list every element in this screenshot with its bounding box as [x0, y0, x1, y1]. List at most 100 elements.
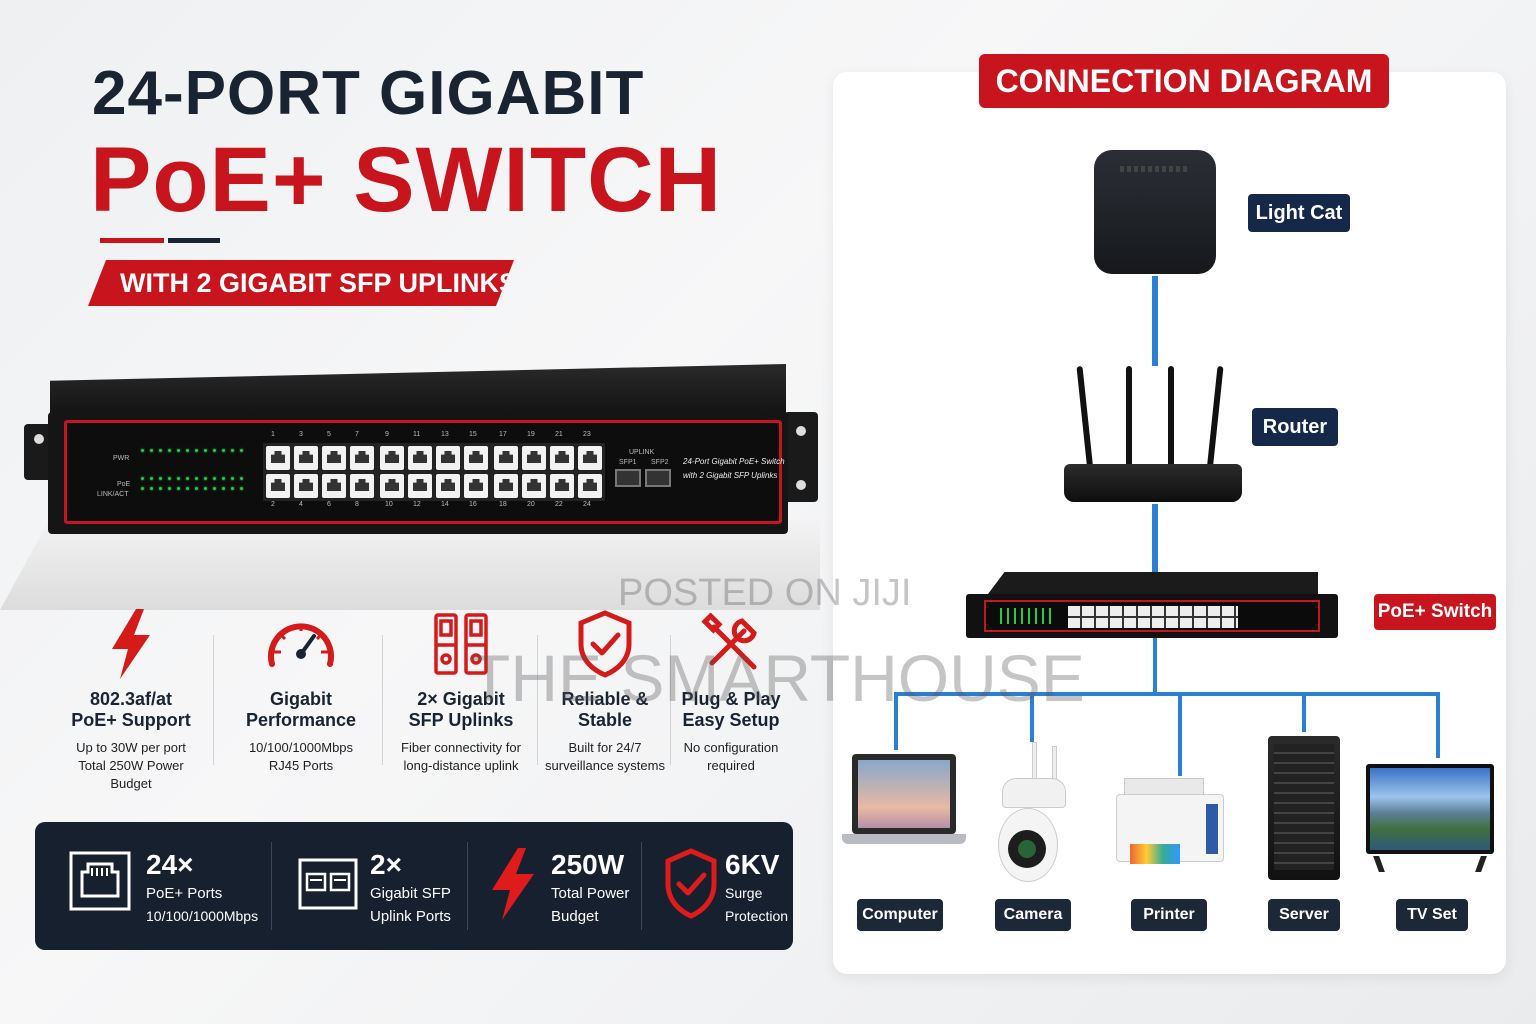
status-led [213, 477, 216, 480]
status-led [195, 487, 198, 490]
feature-reliable: Reliable & Stable Built for 24/7 surveil… [530, 605, 680, 775]
status-led [141, 477, 144, 480]
status-led [159, 477, 162, 480]
port-number: 1 [271, 431, 275, 438]
port-number: 2 [271, 501, 275, 508]
feature-title: Plug & Play Easy Setup [681, 689, 781, 730]
light-cat-device [1094, 150, 1216, 274]
cable-cat-router [1152, 276, 1158, 366]
diagram-title: CONNECTION DIAGRAM [979, 54, 1389, 108]
status-led [204, 487, 207, 490]
port-group-3 [491, 443, 605, 501]
accent-bar-red [100, 238, 164, 243]
port-number: 7 [355, 431, 359, 438]
feature-divider [382, 635, 383, 765]
sfp-slot-1 [615, 469, 641, 487]
port-number: 19 [527, 431, 535, 438]
feature-divider [213, 635, 214, 765]
port-number: 22 [555, 501, 563, 508]
status-led [150, 449, 153, 452]
cable-to-printer [1178, 692, 1182, 776]
status-led [141, 449, 144, 452]
feature-title: Gigabit Performance [245, 689, 357, 730]
poe-label: PoE [117, 481, 131, 488]
stat-line1: PoE+ Ports [146, 885, 223, 902]
status-led [231, 449, 234, 452]
stat-line2: Budget [551, 908, 599, 925]
stat-surge: 6KV Surge Protection [725, 848, 788, 928]
feature-title: 802.3af/at PoE+ Support [71, 689, 191, 730]
stat-power: 250W Total Power Budget [551, 848, 629, 928]
status-led [195, 477, 198, 480]
stat-line1: Gigabit SFP [370, 885, 451, 902]
feature-poe-support: 802.3af/at PoE+ Support Up to 30W per po… [56, 605, 206, 793]
sfp-ports-icon [298, 858, 358, 910]
status-led [240, 477, 243, 480]
stat-value: 250W [551, 849, 625, 880]
port-number: 20 [527, 501, 535, 508]
stat-value: 24× [146, 849, 194, 880]
cable-distribution-bus [894, 692, 1438, 696]
port-number: 21 [555, 431, 563, 438]
port-number: 4 [299, 501, 303, 508]
marble-shelf [0, 520, 820, 610]
device-label-tv: TV Set [1396, 899, 1468, 931]
feature-desc: Fiber connectivity for long-distance upl… [401, 740, 521, 773]
rj45-port-icon [69, 851, 131, 911]
feature-desc: Built for 24/7 surveillance systems [545, 740, 665, 773]
port-number: 5 [327, 431, 331, 438]
status-led [222, 449, 225, 452]
light-cat-label: Light Cat [1248, 194, 1350, 232]
uplink-label: UPLINK [629, 449, 655, 456]
status-led [231, 487, 234, 490]
stat-line1: Surge [725, 885, 763, 901]
camera-device [996, 742, 1076, 888]
panel-text-2: with 2 Gigabit SFP Uplinks [683, 471, 778, 480]
ribbon-text: WITH 2 GIGABIT SFP UPLINKS [120, 268, 518, 298]
stat-line1: Total Power [551, 885, 630, 902]
panel-text-1: 24-Port Gigabit PoE+ Switch [683, 457, 785, 466]
link-label: LINK/ACT [97, 491, 129, 498]
status-led [186, 487, 189, 490]
port-number: 15 [469, 431, 477, 438]
cable-to-computer [894, 692, 898, 750]
port-number: 12 [413, 501, 421, 508]
cable-to-tv [1436, 692, 1440, 758]
shield-check-icon [578, 610, 632, 678]
device-label-computer: Computer [857, 899, 943, 931]
device-label-camera: Camera [995, 899, 1071, 931]
feature-desc: 10/100/1000Mbps RJ45 Ports [248, 740, 354, 773]
status-led [168, 477, 171, 480]
shield-check-icon [665, 848, 717, 919]
port-number: 10 [385, 501, 393, 508]
port-number: 24 [583, 501, 591, 508]
computer-device [842, 754, 966, 866]
status-led [150, 477, 153, 480]
status-led [168, 487, 171, 490]
port-number: 6 [327, 501, 331, 508]
stat-sfp: 2× Gigabit SFP Uplink Ports [370, 848, 451, 928]
status-led [150, 487, 153, 490]
status-led [168, 449, 171, 452]
stat-divider [641, 842, 642, 930]
feature-sfp-uplinks: 2× Gigabit SFP Uplinks Fiber connectivit… [386, 605, 536, 775]
status-led [159, 487, 162, 490]
feature-title: 2× Gigabit SFP Uplinks [408, 689, 514, 730]
port-number: 11 [413, 431, 421, 438]
stat-value: 6KV [725, 849, 780, 880]
status-led [240, 449, 243, 452]
status-led [177, 477, 180, 480]
cable-router-switch [1152, 504, 1158, 572]
lightning-icon [112, 609, 150, 679]
stat-divider [467, 842, 468, 930]
watermark-posted: POSTED ON JIJI [618, 572, 912, 614]
sfp-slot-2 [645, 469, 671, 487]
port-number: 16 [469, 501, 477, 508]
cable-to-server [1302, 692, 1306, 732]
port-number: 3 [299, 431, 303, 438]
port-group-1 [263, 443, 377, 501]
title-line-2: PoE+ SWITCH [90, 129, 723, 231]
sfp2-label: SFP2 [651, 459, 669, 466]
accent-bar-dark [168, 238, 220, 243]
